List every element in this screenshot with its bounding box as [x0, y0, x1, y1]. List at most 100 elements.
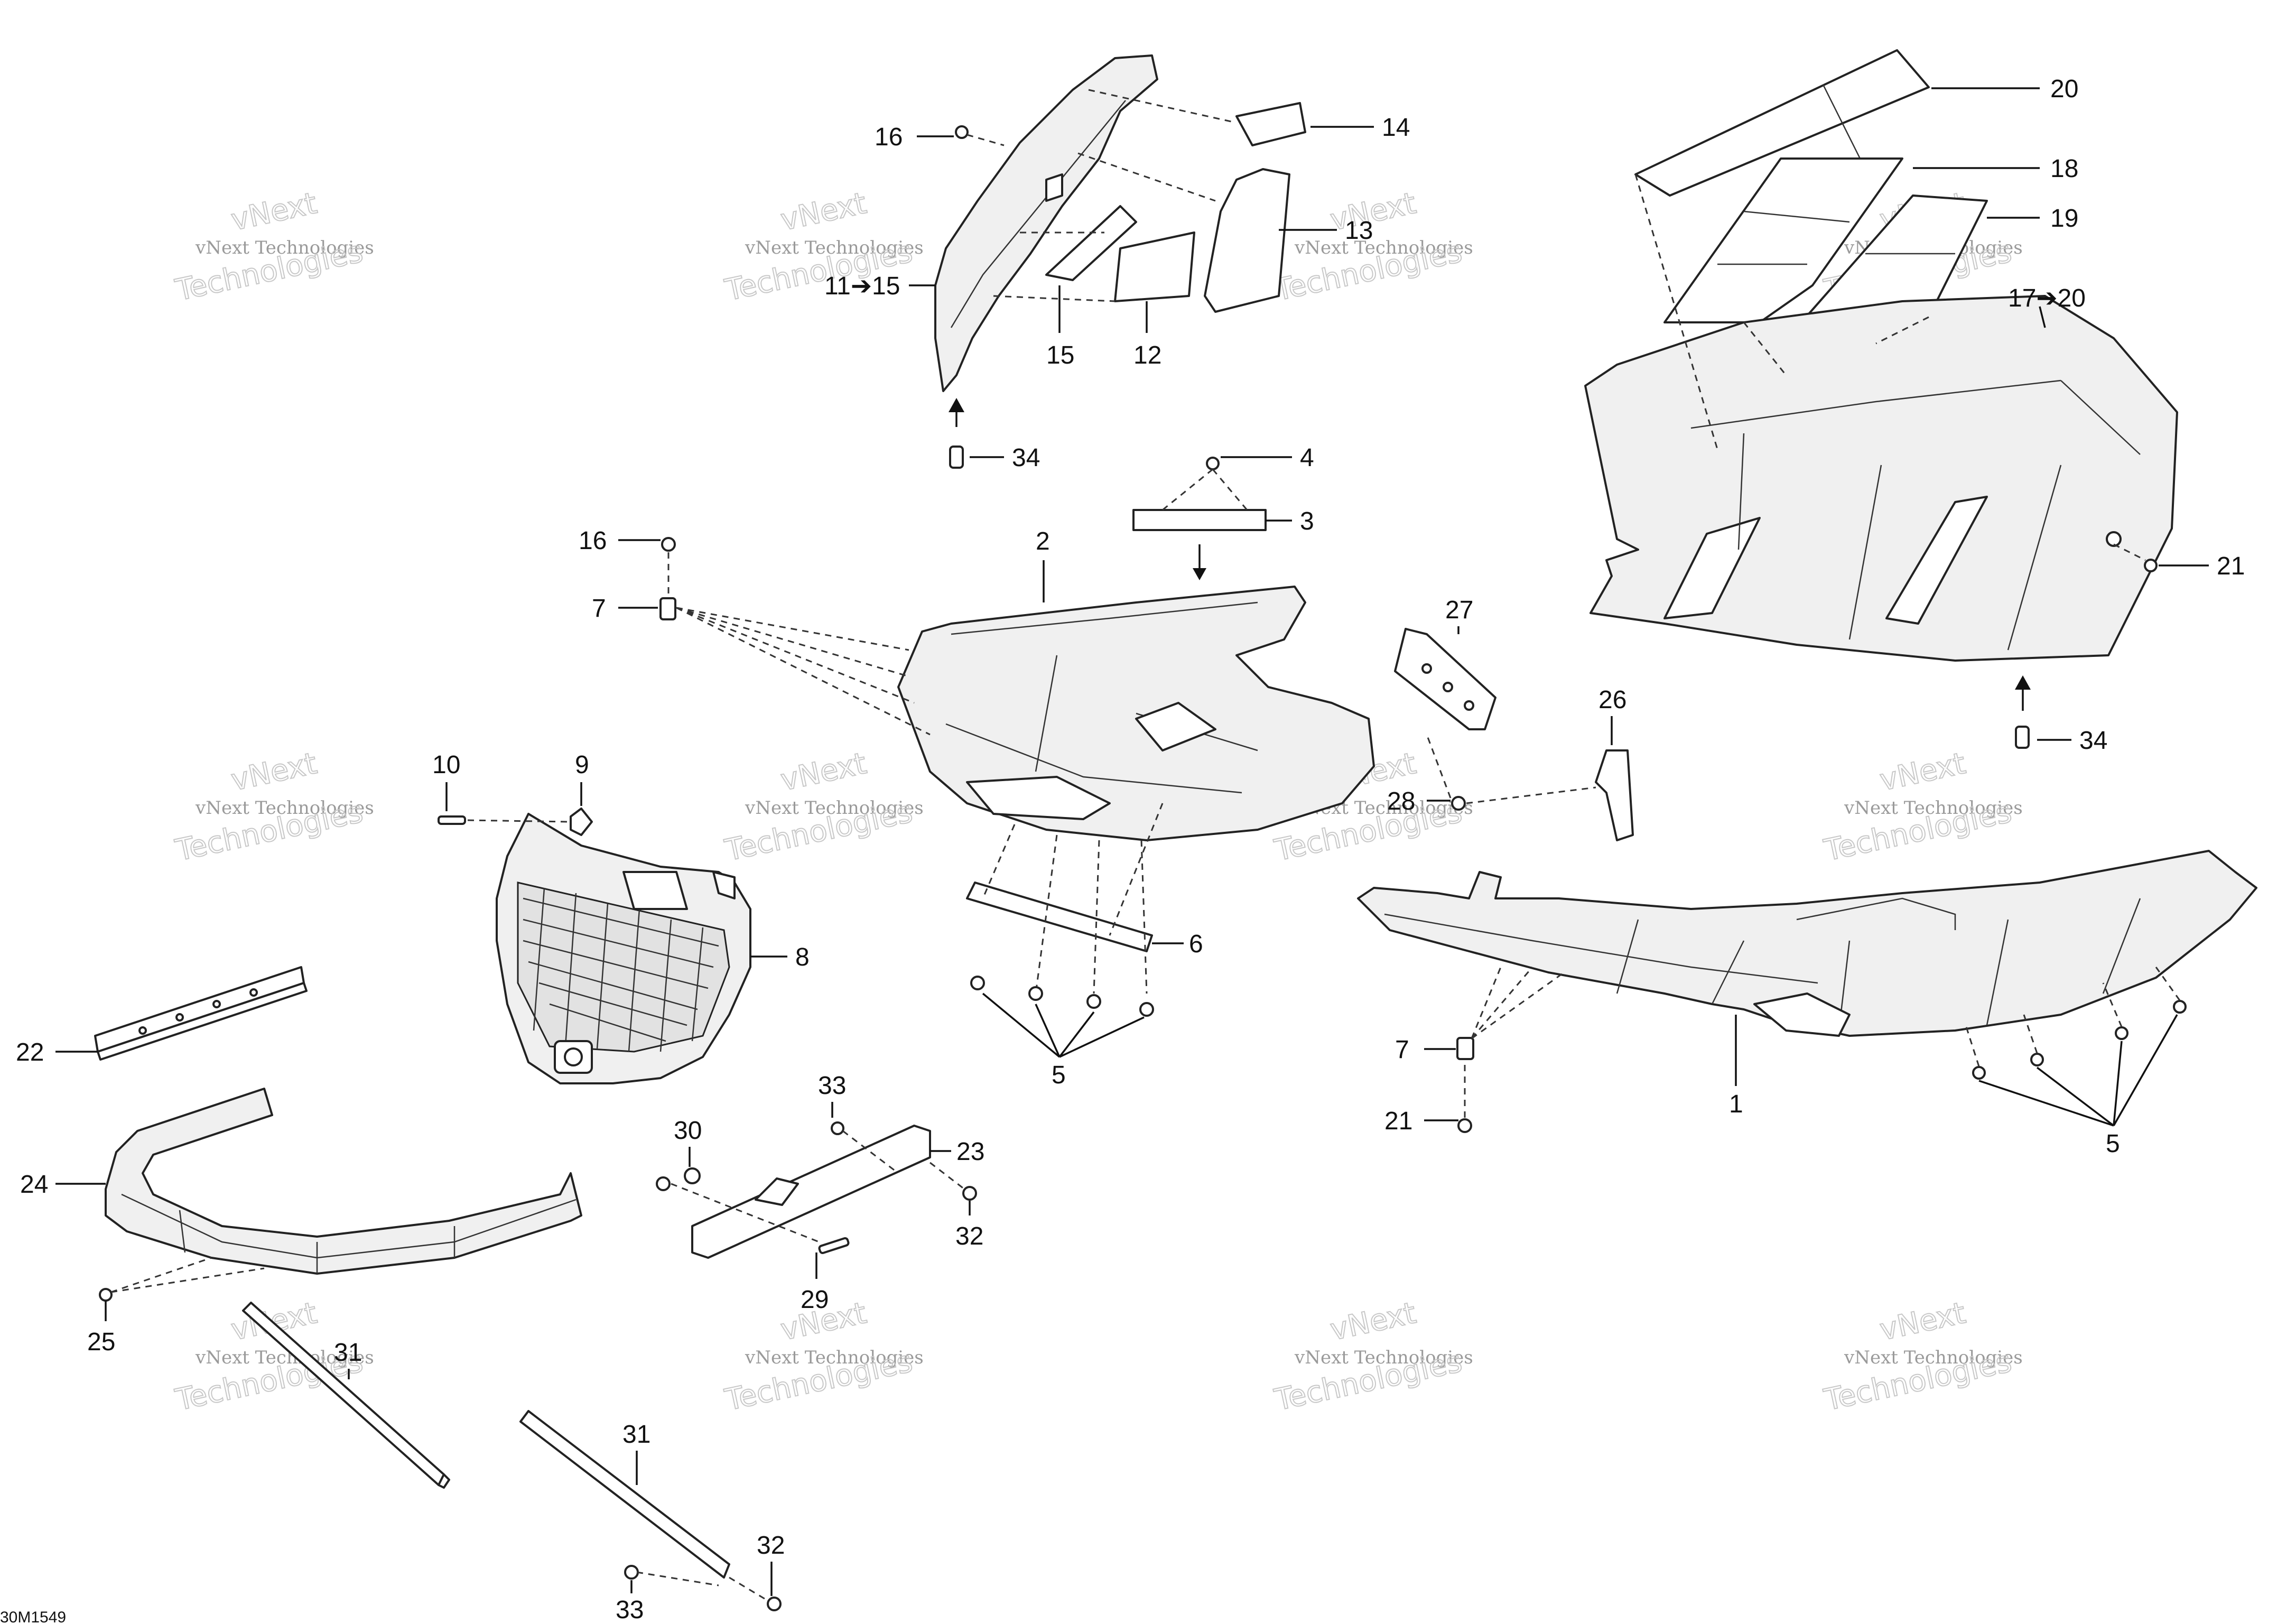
callout-14: 14 — [1382, 114, 1410, 142]
nut-5 — [2115, 1026, 2128, 1040]
belly-pan-assembly — [1357, 850, 2257, 1133]
screw-4 — [1206, 457, 1220, 470]
bracket-23 — [691, 1125, 931, 1259]
callout-26: 26 — [1598, 686, 1626, 714]
bumper-24 — [105, 1088, 582, 1275]
insert-12 — [1114, 231, 1195, 302]
cover-11 — [934, 54, 1158, 392]
watermark-text: vNext Technologies — [745, 797, 924, 819]
watermark-logo: vNext — [778, 746, 870, 798]
callout-33: 33 — [818, 1072, 846, 1100]
watermark-logo: vNext — [228, 186, 320, 238]
callout-21: 21 — [1384, 1107, 1412, 1135]
bracket-6 — [966, 881, 1153, 952]
arrow-up-icon — [949, 398, 964, 412]
callout-7: 7 — [592, 595, 606, 623]
screw-21 — [2144, 559, 2158, 572]
watermark-text: vNext Technologies — [195, 1347, 374, 1368]
screw-10 — [438, 815, 466, 825]
front-cover-assembly — [934, 54, 1306, 469]
mount-brackets — [1394, 628, 1634, 841]
insert-13 — [1204, 168, 1290, 313]
bolt-32 — [962, 1186, 977, 1201]
watermark-text: vNext Technologies — [1294, 1347, 1473, 1368]
insert-14 — [1235, 102, 1306, 146]
watermark-text: vNext Technologies — [1844, 1347, 2023, 1368]
nut-5 — [1028, 986, 1043, 1001]
callout-24: 24 — [20, 1171, 48, 1199]
watermark-text: vNext Technologies — [195, 797, 374, 819]
callout-16: 16 — [875, 123, 903, 151]
insert-15 — [1045, 205, 1137, 281]
screw-16 — [661, 537, 676, 552]
watermark-logo: vNext — [778, 186, 870, 238]
callout-23: 23 — [956, 1138, 984, 1166]
callout-1: 1 — [1729, 1090, 1743, 1118]
nut-28 — [1451, 796, 1466, 811]
callout-2: 2 — [1036, 527, 1050, 555]
bracket-27 — [1394, 628, 1496, 730]
nose-pan-assembly — [659, 457, 1375, 1017]
callout-8: 8 — [795, 943, 810, 971]
watermark-logo: vNext — [228, 1296, 320, 1348]
nut-5 — [2030, 1053, 2044, 1066]
callout-18: 18 — [2050, 155, 2078, 183]
clip-7 — [1456, 1037, 1474, 1060]
washer-33 — [656, 1176, 671, 1191]
washer-33 — [831, 1121, 844, 1135]
clip-9 — [570, 808, 593, 836]
decal-20 — [1634, 49, 1930, 197]
callout-6: 6 — [1189, 930, 1203, 958]
callout-5: 5 — [1052, 1061, 1066, 1089]
callout-31: 31 — [622, 1421, 650, 1449]
nut-5 — [1972, 1066, 1986, 1080]
nut-5 — [2173, 1000, 2187, 1014]
bumper-assembly — [94, 966, 582, 1302]
arrow-up-icon — [2015, 675, 2031, 690]
grille-assembly — [438, 808, 751, 1084]
callout-21: 21 — [2217, 552, 2245, 580]
watermark-logo: vNext — [1327, 186, 1419, 238]
callout-25: 25 — [87, 1328, 115, 1356]
nut-34 — [2015, 726, 2030, 749]
watermark-logo: vNext — [228, 746, 320, 798]
callout-34: 34 — [2079, 727, 2107, 755]
watermark-text: vNext Technologies — [1844, 797, 2023, 819]
bracket-3 — [1132, 509, 1267, 531]
watermark-logo: vNext — [1877, 1296, 1969, 1348]
callout-27: 27 — [1445, 596, 1473, 624]
callout-33: 33 — [616, 1596, 644, 1624]
callout-11: 11➔15 — [824, 272, 900, 300]
belly-pan-1 — [1357, 850, 2257, 1037]
watermark-logo: vNext — [1877, 746, 1969, 798]
callout-32: 32 — [757, 1532, 785, 1560]
callout-32: 32 — [955, 1222, 983, 1250]
screw-16 — [955, 125, 969, 139]
strap-assembly — [242, 1302, 782, 1611]
nut-5 — [1139, 1002, 1154, 1017]
nut-5 — [970, 976, 985, 990]
drawing-code: 30M1549 — [0, 1609, 66, 1624]
nut-34 — [949, 446, 964, 469]
watermark-text: vNext Technologies — [1294, 237, 1473, 258]
callout-19: 19 — [2050, 205, 2078, 233]
watermark-text: vNext Technologies — [745, 237, 924, 258]
callout-30: 30 — [674, 1117, 702, 1145]
bolt-32 — [767, 1597, 782, 1611]
washer-33 — [624, 1565, 639, 1580]
callout-34: 34 — [1012, 444, 1040, 472]
strap-31 — [519, 1410, 730, 1579]
callout-12: 12 — [1133, 341, 1161, 369]
callout-labels: 20 18 19 17➔20 21 34 14 13 16 11➔15 15 1… — [16, 75, 2245, 1624]
decal-18 — [1663, 157, 1903, 323]
callout-leaders — [55, 87, 2209, 1596]
callout-13: 13 — [1345, 217, 1373, 245]
nut-5 — [1086, 994, 1101, 1009]
callout-9: 9 — [575, 751, 589, 779]
callout-3: 3 — [1300, 507, 1314, 535]
bumper-mount-assembly — [656, 1121, 977, 1259]
side-panel-assembly — [1584, 49, 2178, 749]
fastener-hole — [2106, 531, 2122, 547]
washer-30 — [684, 1167, 701, 1184]
